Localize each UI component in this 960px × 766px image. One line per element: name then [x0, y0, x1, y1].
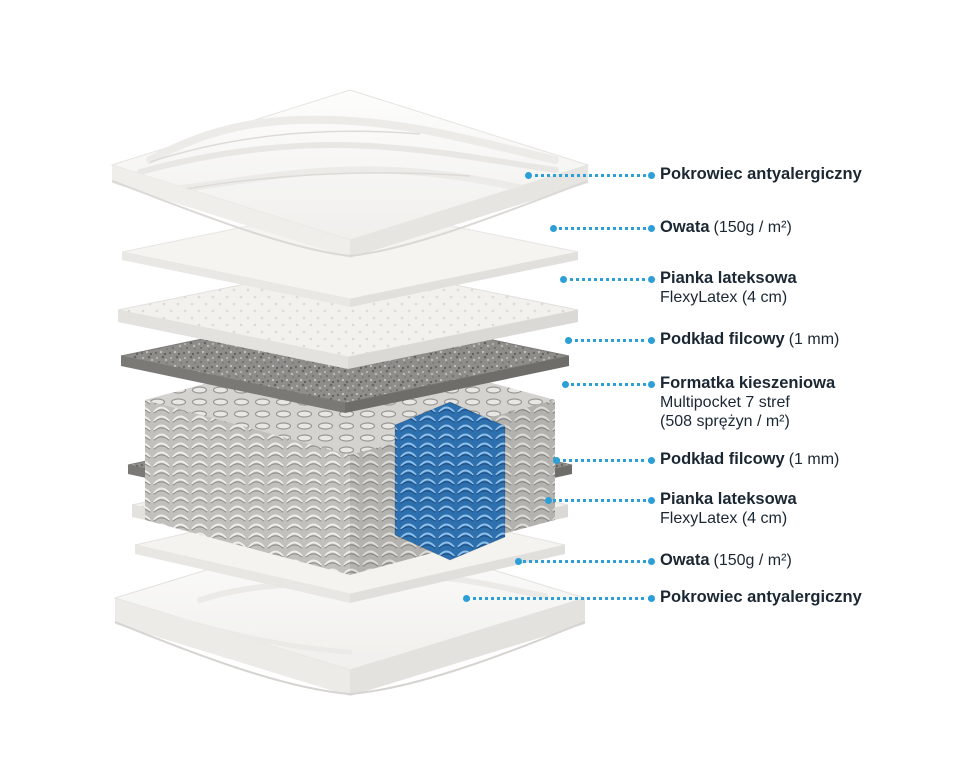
label-top-cover: Pokrowiec antyalergiczny — [660, 165, 950, 184]
leader-line — [463, 595, 655, 602]
leader-line — [525, 172, 655, 179]
leader-line — [550, 225, 655, 232]
leader-line — [562, 381, 655, 388]
label-subline: Multipocket 7 stref — [660, 394, 790, 411]
label-title: Pokrowiec antyalergiczny — [660, 165, 862, 183]
label-title: Owata — [660, 218, 710, 236]
label-detail: (1 mm) — [788, 331, 840, 348]
label-detail: (150g / m²) — [713, 219, 792, 236]
label-title: Pokrowiec antyalergiczny — [660, 588, 862, 606]
label-title: Podkład filcowy — [660, 330, 785, 348]
label-bottom-latex: Pianka lateksowa FlexyLatex (4 cm) — [660, 490, 950, 528]
label-subline: FlexyLatex (4 cm) — [660, 510, 788, 527]
leader-line — [515, 558, 655, 565]
label-title: Podkład filcowy — [660, 450, 785, 468]
layer-pocket-springs — [145, 345, 555, 575]
leader-line — [553, 457, 655, 464]
label-title: Formatka kieszeniowa — [660, 374, 836, 392]
hard-zone-springs — [394, 401, 506, 561]
label-detail: (1 mm) — [788, 451, 840, 468]
label-bottom-cover: Pokrowiec antyalergiczny — [660, 588, 950, 607]
label-detail: (150g / m²) — [713, 552, 792, 569]
label-top-felt: Podkład filcowy(1 mm) — [660, 330, 950, 349]
label-title: Pianka lateksowa — [660, 490, 797, 508]
layer-top-cover — [110, 89, 590, 258]
label-top-latex: Pianka lateksowa FlexyLatex (4 cm) — [660, 269, 950, 307]
label-title: Pianka lateksowa — [660, 269, 797, 287]
label-top-wadding: Owata(150g / m²) — [660, 218, 950, 237]
label-subline: (508 sprężyn / m²) — [660, 413, 790, 430]
leader-line — [545, 497, 655, 504]
leader-line — [565, 337, 655, 344]
label-subline: FlexyLatex (4 cm) — [660, 289, 788, 306]
label-bottom-felt: Podkład filcowy(1 mm) — [660, 450, 950, 469]
layer-top-latex — [117, 262, 579, 369]
label-pocket-springs: Formatka kieszeniowa Multipocket 7 stref… — [660, 374, 950, 431]
label-title: Owata — [660, 551, 710, 569]
leader-line — [560, 276, 655, 283]
label-bottom-wadding: Owata(150g / m²) — [660, 551, 950, 570]
